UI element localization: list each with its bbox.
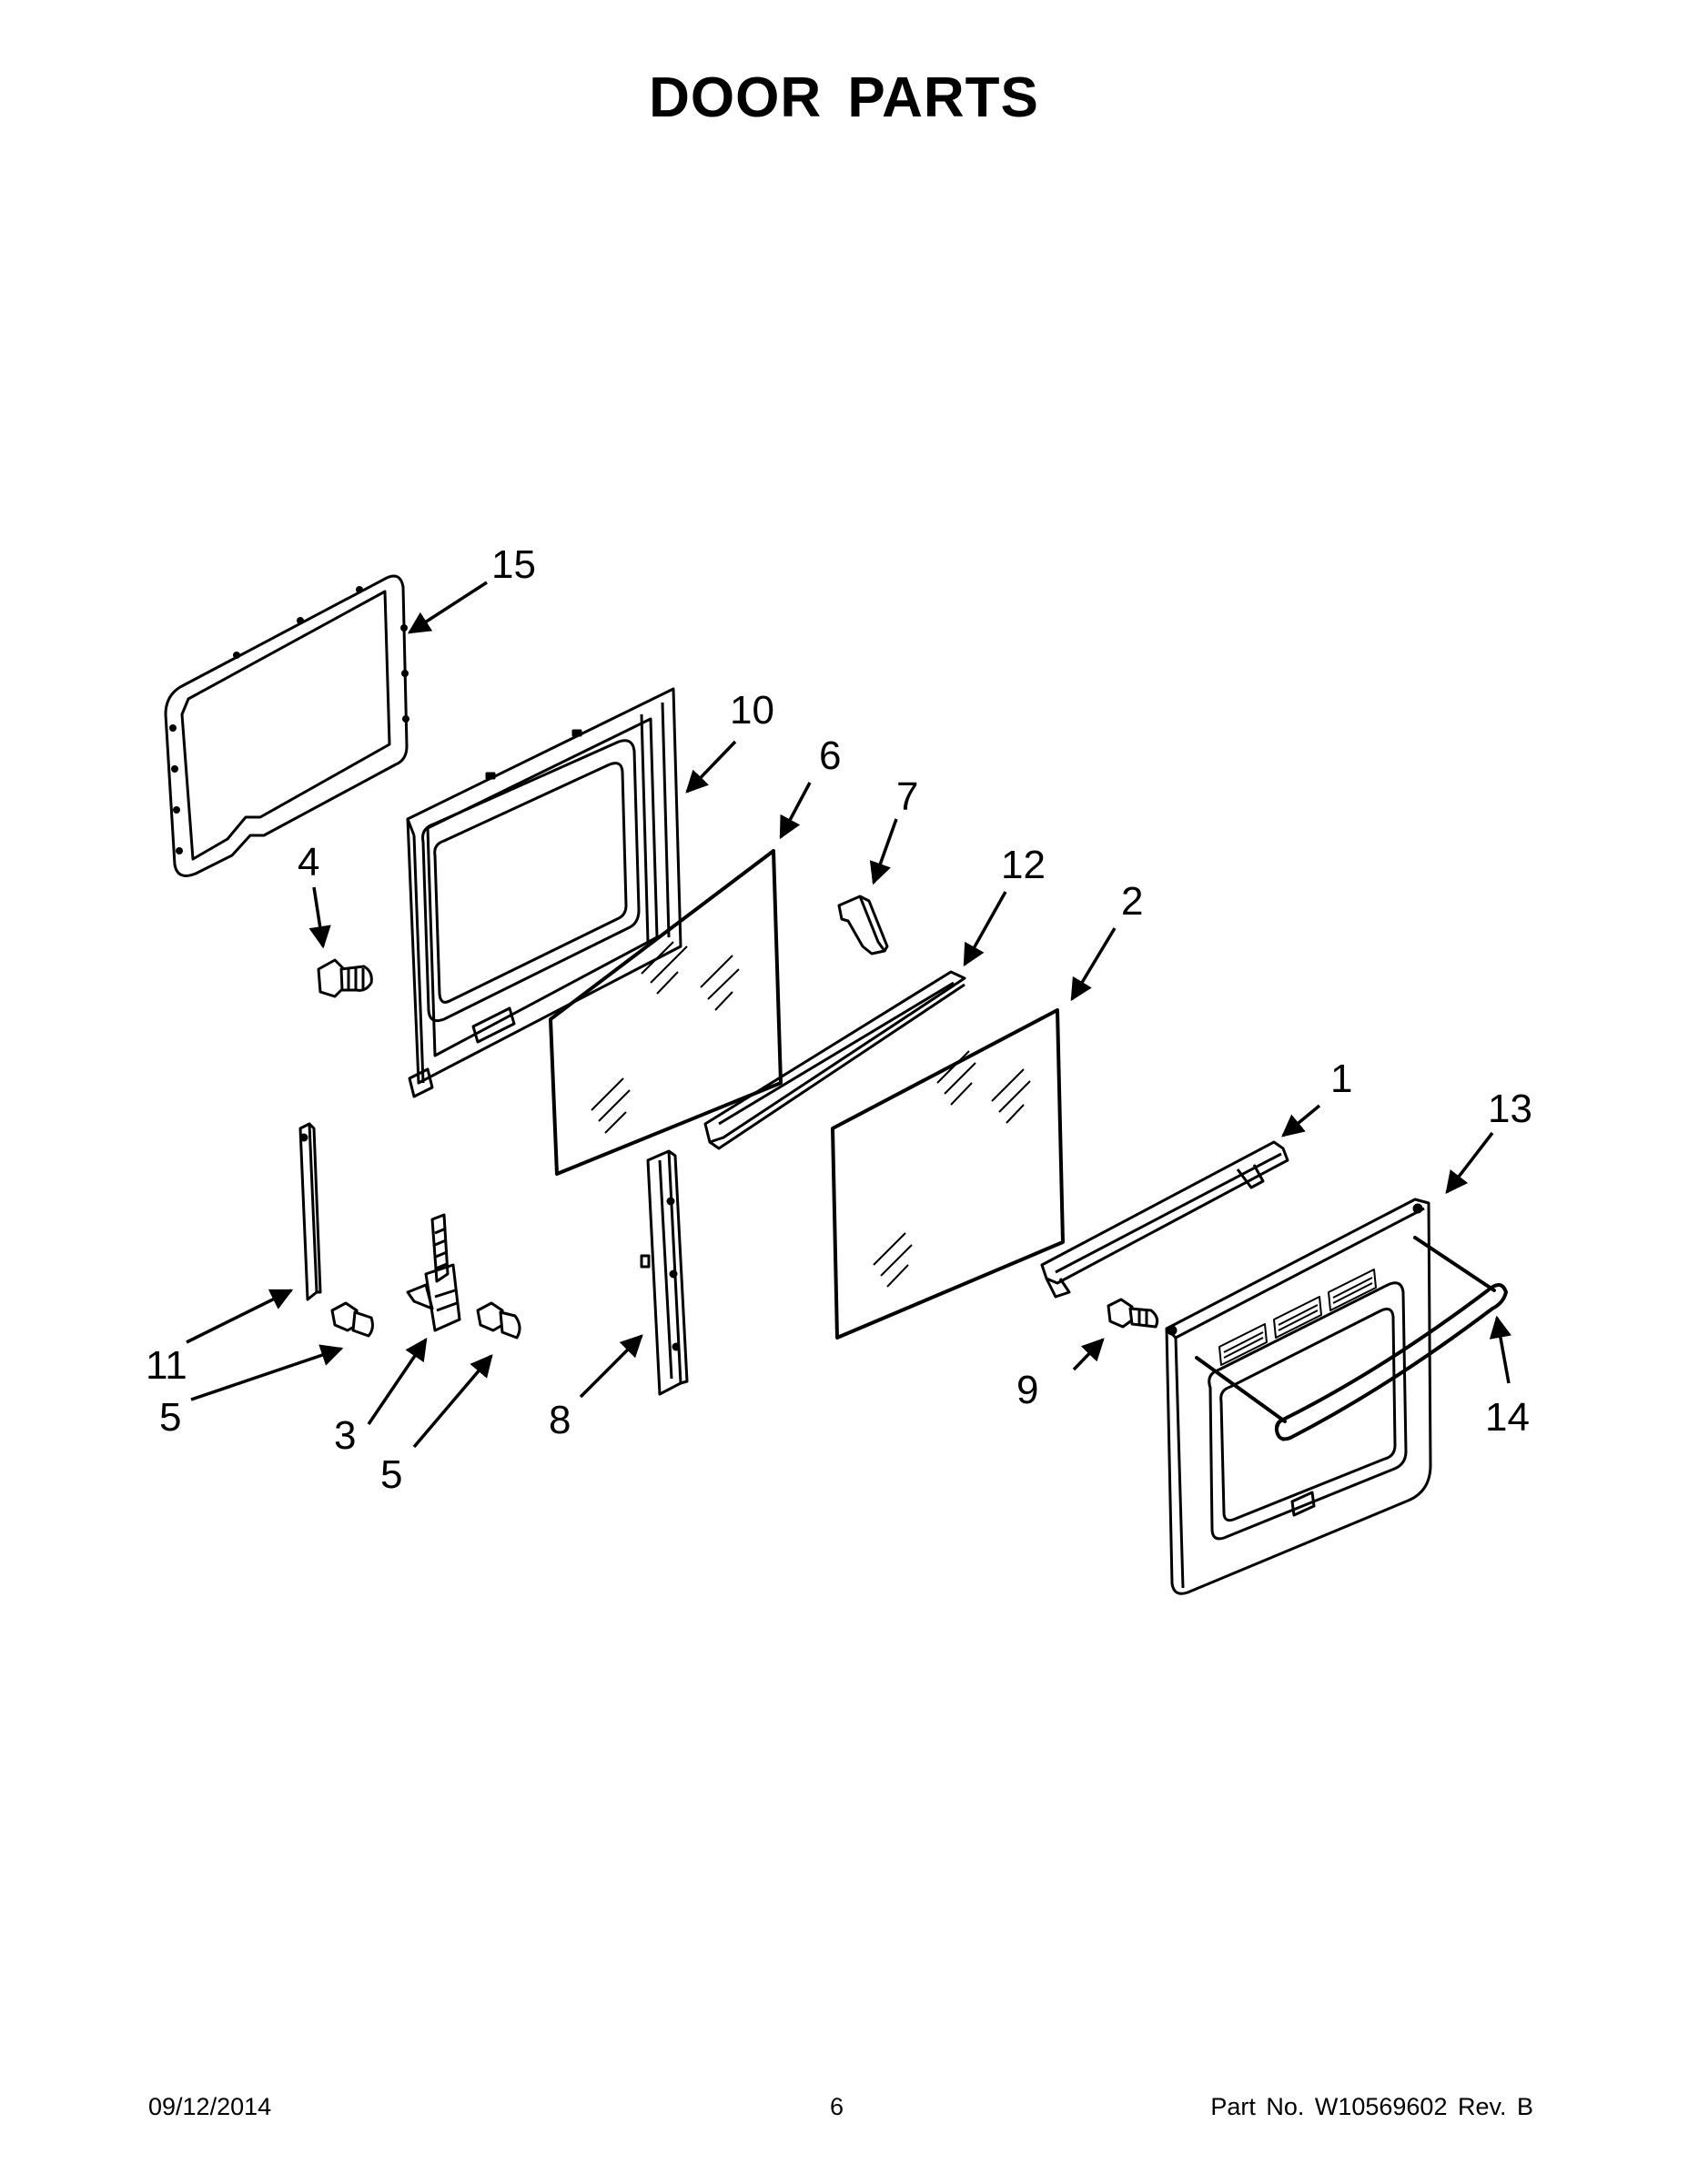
door-handle-part [1195,1236,1508,1441]
arrow-2 [1070,927,1117,1002]
arrow-5b [412,1354,493,1449]
arrow-13 [1445,1131,1494,1194]
outer-door-frame-part [1165,1198,1432,1595]
footer-date: 09/12/2014 [148,2093,272,2120]
callout-5b: 5 [380,1452,402,1497]
arrow-6 [779,782,812,840]
inner-door-panel-part [406,687,682,1098]
arrow-3 [367,1337,428,1425]
screw-9-part [1107,1298,1159,1329]
outer-glass-part [831,1008,1065,1340]
callout-arrows [186,581,1511,1449]
callout-8: 8 [549,1398,571,1442]
callout-2: 2 [1121,879,1143,924]
callout-5a: 5 [159,1395,181,1440]
screw-5b-part [476,1301,521,1340]
bracket-clip-part [837,895,889,956]
top-trim-part [1040,1140,1289,1299]
screw-4-part [317,958,373,998]
callout-10: 10 [730,688,774,733]
callout-11: 11 [146,1343,187,1388]
callout-13: 13 [1488,1087,1532,1131]
arrow-9 [1072,1338,1105,1371]
arrow-1 [1281,1104,1321,1138]
callout-12: 12 [1001,843,1046,887]
side-trim-part [640,1149,689,1396]
arrow-8 [579,1334,643,1399]
page-title: DOOR PARTS [649,66,1039,129]
arrow-15 [407,581,488,634]
callout-14: 14 [1485,1395,1530,1440]
arrow-14 [1489,1315,1511,1384]
arrow-11 [186,1289,294,1344]
hinge-channel-part [298,1122,322,1301]
callout-9: 9 [1016,1368,1038,1412]
callout-1: 1 [1330,1057,1352,1101]
door-hinge-part [406,1213,461,1332]
screw-5a-part [330,1301,374,1338]
arrow-5a [190,1344,344,1401]
callout-4: 4 [298,840,319,885]
footer-page-number: 6 [830,2093,844,2120]
arrow-7 [869,818,898,885]
callout-3: 3 [334,1413,356,1458]
arrow-4 [308,886,331,949]
door-gasket-part [164,574,409,877]
callout-15: 15 [491,542,536,587]
inner-glass-part [549,849,783,1176]
arrow-12 [963,891,1007,967]
arrow-10 [685,740,737,794]
footer-part-number: Part No. W10569602 Rev. B [1210,2093,1533,2120]
callout-7: 7 [896,774,918,819]
trim-strip-part [703,970,966,1150]
callout-6: 6 [819,733,841,778]
